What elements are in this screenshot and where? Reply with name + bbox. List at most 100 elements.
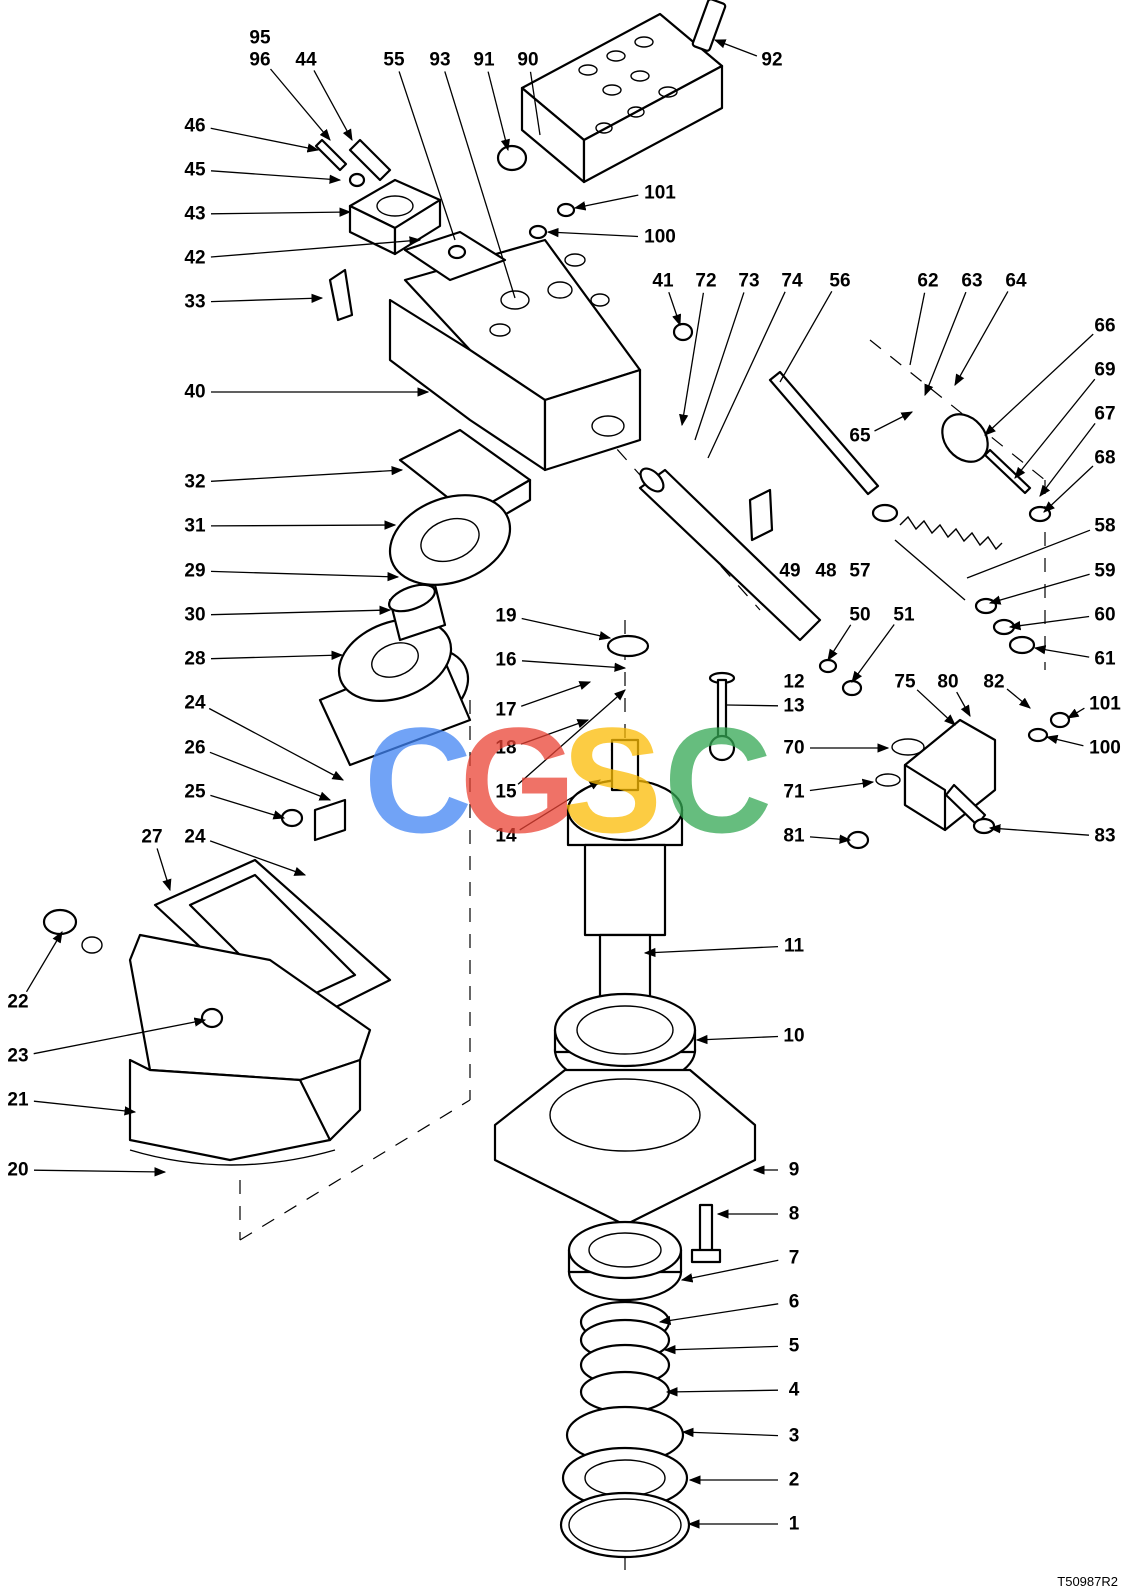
leader-14 [519, 779, 601, 831]
part-label-48: 48 [815, 561, 836, 582]
leader-59 [988, 573, 1090, 605]
part-label-5: 5 [789, 1336, 800, 1357]
part-label-46: 46 [184, 116, 205, 137]
leader-42 [210, 236, 422, 258]
part-label-10: 10 [783, 1026, 804, 1047]
leader-7 [680, 1259, 779, 1283]
leader-5 [663, 1344, 779, 1355]
part-label-82: 82 [983, 672, 1004, 693]
part-label-93: 93 [429, 50, 450, 71]
o-ring-71 [875, 773, 901, 787]
part-101b [1049, 711, 1071, 729]
part-label-40: 40 [184, 382, 205, 403]
spool-69 [983, 448, 1032, 495]
fitting-26 [313, 798, 347, 842]
leader-58 [966, 529, 1091, 579]
part-100b [1027, 727, 1049, 743]
bearing-10 [553, 992, 697, 1088]
leader-11 [643, 945, 779, 958]
part-label-1: 1 [789, 1514, 800, 1535]
part-label-31: 31 [184, 516, 206, 537]
leader-32 [210, 465, 404, 482]
part-label-101: 101 [1089, 694, 1121, 715]
plug-25 [280, 808, 304, 828]
leader-26 [209, 751, 332, 801]
part-label-45: 45 [184, 160, 206, 181]
spool-66 [941, 413, 989, 463]
spring-58 [894, 515, 1003, 601]
part-label-13: 13 [783, 696, 804, 717]
leader-101 [1066, 707, 1085, 719]
leader-22 [25, 930, 63, 993]
part-label-100: 100 [1089, 738, 1121, 759]
leader-75 [916, 689, 956, 726]
part-label-59: 59 [1094, 561, 1115, 582]
part-61 [1008, 635, 1036, 655]
leader-64 [954, 291, 1009, 387]
part-label-42: 42 [184, 248, 205, 269]
leader-93 [444, 71, 516, 299]
part-label-96: 96 [249, 50, 270, 71]
part-label-12: 12 [783, 672, 804, 693]
nut-57 [871, 503, 899, 523]
part-label-75: 75 [894, 672, 916, 693]
part-59 [974, 597, 998, 615]
part-label-41: 41 [652, 271, 674, 292]
leader-21 [33, 1100, 137, 1116]
part-label-28: 28 [184, 649, 205, 670]
leader-17 [520, 681, 592, 707]
piston-13 [708, 671, 736, 762]
leader-56 [779, 290, 833, 383]
plug-91 [496, 144, 528, 172]
part-label-68: 68 [1094, 448, 1115, 469]
part-label-91: 91 [473, 50, 495, 71]
part-label-80: 80 [937, 672, 958, 693]
part-label-6: 6 [789, 1292, 800, 1313]
bolt-8 [690, 1203, 722, 1264]
leader-6 [658, 1303, 779, 1326]
plug-23 [200, 1007, 224, 1029]
part-label-49: 49 [779, 561, 800, 582]
shim-rings-1-6 [559, 1300, 691, 1559]
part-label-55: 55 [383, 50, 405, 71]
leader-25 [210, 794, 286, 820]
part-label-44: 44 [295, 50, 317, 71]
part-label-51: 51 [893, 605, 915, 626]
washer-45 [348, 172, 366, 188]
part-label-2: 2 [789, 1470, 800, 1491]
part-100 [528, 224, 548, 240]
plug-41 [672, 322, 694, 342]
flange-9 [493, 1068, 757, 1227]
leader-74 [707, 291, 786, 459]
part-label-27: 27 [141, 827, 162, 848]
valve-plate-31 [388, 494, 512, 586]
ring-19 [606, 634, 650, 658]
leader-69 [1014, 378, 1096, 479]
part-label-22: 22 [7, 992, 28, 1013]
part-label-73: 73 [738, 271, 759, 292]
leader-3 [681, 1427, 779, 1438]
leader-81 [809, 834, 852, 844]
plug-22 [42, 908, 78, 936]
screw-33 [328, 268, 354, 322]
part-label-57: 57 [849, 561, 870, 582]
cylinder-block-28 [318, 583, 472, 767]
leader-67 [1039, 423, 1096, 497]
housing-21 [128, 933, 372, 1162]
part-label-9: 9 [789, 1160, 800, 1181]
part-label-101: 101 [644, 183, 676, 204]
part-label-70: 70 [783, 738, 804, 759]
leader-100 [546, 227, 639, 238]
part-label-58: 58 [1094, 516, 1115, 537]
leader-82 [1006, 688, 1031, 709]
leader-46 [210, 127, 320, 153]
leader-4 [665, 1387, 779, 1397]
part-label-18: 18 [495, 738, 516, 759]
leader-71 [809, 778, 875, 792]
leader-65 [874, 411, 914, 432]
leader-44 [313, 70, 353, 142]
part-label-4: 4 [789, 1380, 800, 1401]
